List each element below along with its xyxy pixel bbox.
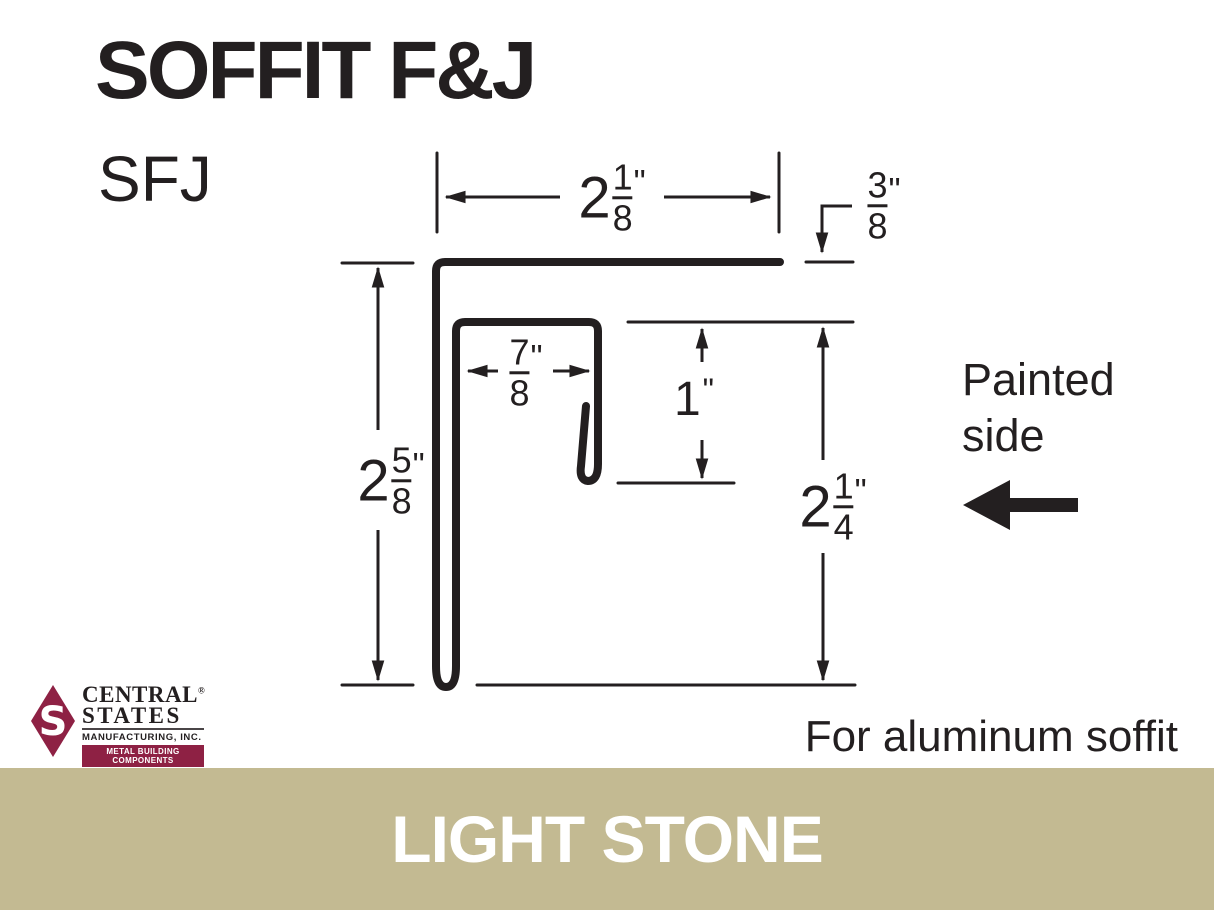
painted-side-arrow xyxy=(963,480,1078,530)
dim-flange-offset: 3 8 " xyxy=(867,164,901,246)
dim-whole: 2 xyxy=(578,165,611,230)
page-title: SOFFIT F&J xyxy=(95,25,537,116)
logo-name-line2: STATES xyxy=(82,704,204,731)
inch-mark: " xyxy=(633,163,646,201)
application-note: For aluminum soffit xyxy=(804,712,1178,761)
dim-fraction: 5 8 xyxy=(391,439,412,521)
painted-side-label: Painted side xyxy=(962,354,1115,461)
dim-numerator: 1 xyxy=(612,156,633,198)
dim-whole: 2 xyxy=(799,474,832,539)
inch-mark: " xyxy=(412,446,425,484)
dim-fraction: 1 8 xyxy=(612,156,633,238)
dim-numerator: 7 xyxy=(509,331,530,373)
dim-fraction: 1 4 xyxy=(833,465,854,547)
logo-monogram: S xyxy=(39,699,68,745)
dimension-leader-flange-offset xyxy=(815,204,852,254)
profile-outline xyxy=(432,258,784,691)
dim-value: 1 xyxy=(673,373,701,426)
dim-top-width: 2 1 8 " xyxy=(578,159,645,236)
dim-whole: 2 xyxy=(357,448,390,513)
dim-right-height: 2 1 4 " xyxy=(799,468,866,545)
inch-mark: " xyxy=(888,171,901,209)
product-code: SFJ xyxy=(98,143,212,215)
dim-denominator: 8 xyxy=(867,204,888,246)
company-logo: S CENTRAL® STATES MANUFACTURING, INC. ME… xyxy=(30,682,206,768)
logo-name-line1: CENTRAL® xyxy=(82,682,206,707)
registered-trademark-icon: ® xyxy=(197,685,206,696)
dim-denominator: 4 xyxy=(833,505,854,547)
dim-channel-width: 7 8 " xyxy=(509,331,543,413)
logo-subtitle: MANUFACTURING, INC. xyxy=(82,732,202,744)
dim-denominator: 8 xyxy=(391,479,412,521)
dim-left-height: 2 5 8 " xyxy=(357,442,424,519)
logo-banner: METAL BUILDING COMPONENTS xyxy=(82,745,204,768)
dim-fraction: 7 8 xyxy=(509,331,530,413)
dim-denominator: 8 xyxy=(509,371,530,413)
dim-fraction: 3 8 xyxy=(867,164,888,246)
color-band: LIGHT STONE xyxy=(0,768,1214,910)
logo-text-block: CENTRAL® STATES MANUFACTURING, INC. META… xyxy=(82,682,206,768)
color-name-label: LIGHT STONE xyxy=(391,802,823,876)
dim-denominator: 8 xyxy=(612,196,633,238)
inch-mark: " xyxy=(530,338,543,376)
dim-numerator: 1 xyxy=(833,465,854,507)
logo-diamond-icon: S xyxy=(31,685,75,757)
dim-numerator: 5 xyxy=(391,439,412,481)
inch-mark: " xyxy=(702,372,715,408)
dim-hook-depth: 1 " xyxy=(673,372,715,426)
inch-mark: " xyxy=(854,472,867,510)
logo-name-line1-text: CENTRAL xyxy=(82,682,198,707)
logo-diamond xyxy=(31,685,75,757)
dim-numerator: 3 xyxy=(867,164,888,206)
